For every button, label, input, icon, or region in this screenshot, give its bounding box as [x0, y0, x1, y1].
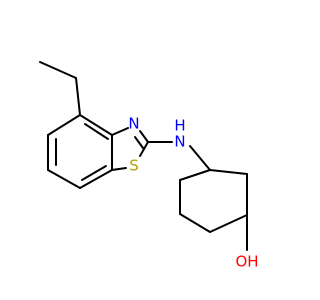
- atom-nitrogen-ring: N: [128, 115, 139, 133]
- bond-cyclohexane-4: [179, 213, 211, 233]
- bond-benzene-3-inner: [81, 165, 107, 181]
- molecule-drawing: N S N H OH: [39, 61, 259, 271]
- bond-ethyl-ch2: [75, 77, 81, 116]
- atom-nitrogen-amine: N: [174, 133, 185, 151]
- bond-ethyl-ch3: [39, 61, 77, 79]
- bond-n-c2-inner: [134, 136, 144, 149]
- bond-s-c7a: [111, 167, 127, 171]
- bond-benzene-6: [47, 114, 81, 136]
- bond-benzene-3: [79, 169, 113, 189]
- atom-hydrogen-amine: H: [174, 117, 185, 135]
- bond-nh-cyclohexyl: [189, 145, 211, 171]
- atom-oxygen-hydroxyl: OH: [235, 253, 258, 271]
- bond-benzene-1: [79, 114, 113, 136]
- bond-benzene-4: [47, 169, 81, 189]
- bond-layer: [39, 61, 248, 251]
- atom-sulfur: S: [129, 157, 139, 175]
- bond-c3a-n: [111, 127, 129, 136]
- structure-canvas: N S N H OH: [39, 61, 259, 271]
- bond-c2-s: [139, 141, 149, 157]
- bond-n-c2: [139, 130, 149, 143]
- bond-cyclohexane-6: [179, 169, 211, 181]
- atom-label-layer: N S N H OH: [128, 115, 258, 271]
- bond-cyclohexane-3: [209, 214, 248, 233]
- bond-benzene-1-inner: [84, 123, 109, 140]
- bond-cyclohexane-1: [209, 169, 248, 175]
